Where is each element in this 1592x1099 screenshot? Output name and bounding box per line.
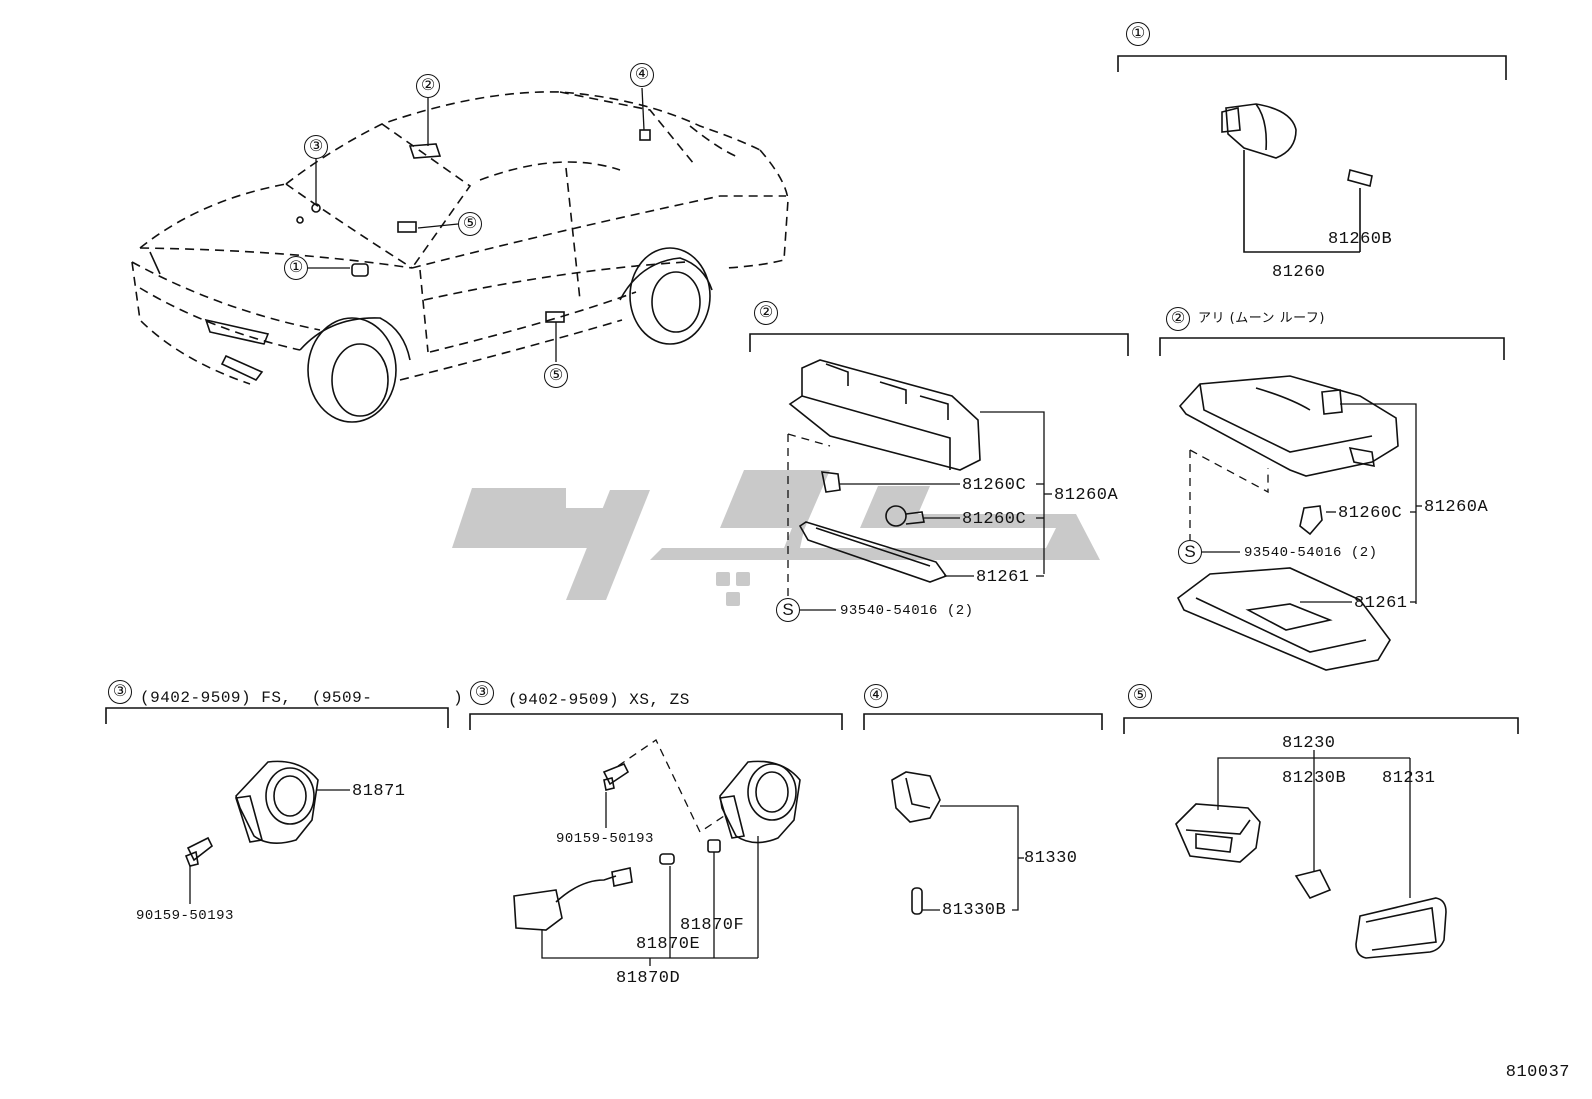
- group-marker-2: ②: [754, 301, 778, 325]
- s-marker: S: [776, 598, 800, 622]
- group-marker-4: ④: [864, 684, 888, 708]
- group-4-parts: [891, 771, 941, 915]
- group-marker-3: ③: [470, 681, 494, 705]
- part-number: 90159-50193: [556, 831, 654, 847]
- callout-5: ⑤: [544, 364, 568, 388]
- part-number: 93540-54016 (2): [840, 603, 974, 619]
- watermark-logo: [452, 470, 1100, 606]
- group-2b-dashes: [1189, 449, 1269, 540]
- group-5-leaders: [1217, 750, 1411, 898]
- group-1-parts: [1221, 103, 1373, 253]
- part-number: 81330B: [942, 901, 1007, 920]
- part-number: 81260A: [1424, 498, 1489, 517]
- group-2a-dashes: [787, 433, 831, 600]
- group-marker-2: ②: [1166, 307, 1190, 331]
- s-marker: S: [1178, 540, 1202, 564]
- part-number: 81230: [1282, 734, 1336, 753]
- car-outline: [131, 91, 789, 385]
- part-number: 81871: [352, 782, 406, 801]
- group-2b-bracket: [1159, 337, 1505, 360]
- group-marker-5: ⑤: [1128, 684, 1152, 708]
- group-3a-parts: [184, 760, 319, 867]
- part-number: 81260C: [1338, 504, 1403, 523]
- diagram-number: 810037: [1505, 1063, 1570, 1082]
- part-number: 81330: [1024, 849, 1078, 868]
- group-2b-parts: [1176, 375, 1399, 671]
- part-number: 81231: [1382, 769, 1436, 788]
- group-header: アリ (ムーン ルーフ): [1198, 311, 1325, 326]
- part-number: 81870E: [636, 935, 701, 954]
- group-4-bracket: [863, 713, 1103, 730]
- group-3b-parts: [513, 760, 801, 931]
- callout-4: ④: [630, 63, 654, 87]
- group-3b-leaders: [541, 792, 759, 966]
- part-number: 90159-50193: [136, 908, 234, 924]
- part-number: 81260C: [962, 510, 1027, 529]
- part-number: 81260A: [1054, 486, 1119, 505]
- callout-3: ③: [304, 135, 328, 159]
- callout-5: ⑤: [458, 212, 482, 236]
- group-3a-bracket: [105, 707, 449, 728]
- part-number: 81261: [976, 568, 1030, 587]
- group-2a-bracket: [749, 333, 1129, 356]
- callout-1: ①: [284, 256, 308, 280]
- group-header: (9402-9509) FS, (9509- ): [140, 689, 464, 707]
- part-number: 81260C: [962, 476, 1027, 495]
- group-2a-parts: [788, 359, 981, 583]
- part-number: 81260: [1272, 263, 1326, 282]
- part-number: 81870D: [616, 969, 681, 988]
- group-2a-leaders: [800, 411, 1052, 611]
- group-1-bracket: [1117, 55, 1507, 80]
- car-part-markers: [296, 129, 651, 323]
- group-header: (9402-9509) XS, ZS: [508, 691, 690, 709]
- part-number: 81260B: [1328, 230, 1393, 249]
- car-leader-lines: [308, 87, 645, 362]
- part-number: 81230B: [1282, 769, 1347, 788]
- group-marker-3: ③: [108, 680, 132, 704]
- part-number: 81870F: [680, 916, 745, 935]
- group-4-leaders: [922, 805, 1024, 911]
- group-5-parts: [1175, 803, 1447, 959]
- group-2b-leaders: [1202, 403, 1422, 604]
- part-number: 93540-54016 (2): [1244, 545, 1378, 561]
- group-marker-1: ①: [1126, 22, 1150, 46]
- group-5-bracket: [1123, 717, 1519, 734]
- group-3b-dashes: [617, 739, 725, 833]
- car-wheels: [149, 247, 713, 423]
- part-number: 81261: [1354, 594, 1408, 613]
- group-3b-bracket: [469, 713, 843, 730]
- callout-2: ②: [416, 74, 440, 98]
- group-3a-leaders: [189, 789, 350, 904]
